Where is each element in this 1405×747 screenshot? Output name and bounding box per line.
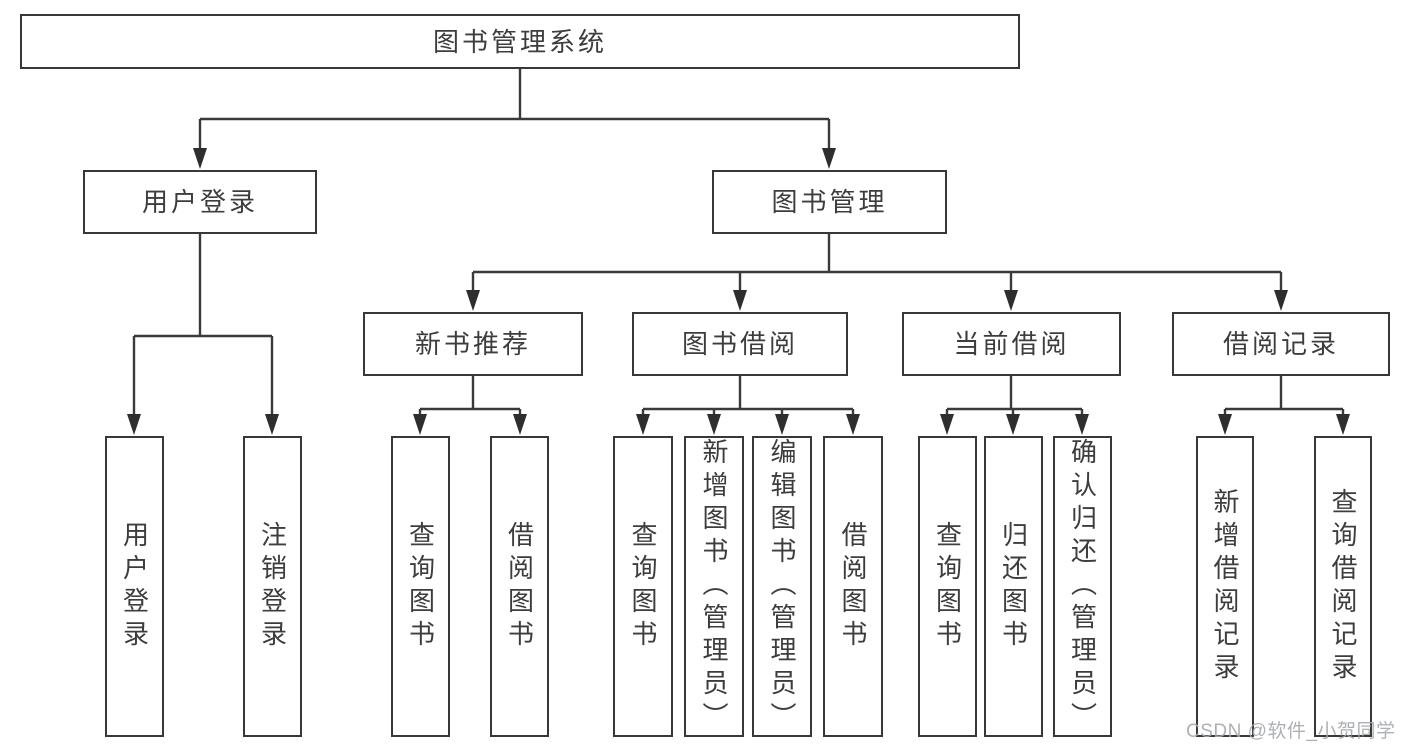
leaf-edit-book-admin-label: 编辑图书（管理员） (767, 438, 797, 735)
leaf-query-book-current-label: 查询图书 (932, 520, 963, 653)
node-new-book-recommendation: 新书推荐 (363, 312, 583, 376)
node-current-borrowing: 当前借阅 (902, 312, 1121, 376)
leaf-borrow-book-borrowing-label: 借阅图书 (838, 520, 868, 653)
node-user-login: 用户登录 (83, 170, 317, 234)
leaf-return-book: 归还图书 (984, 436, 1043, 737)
node-borrow-records-label: 借阅记录 (1222, 329, 1339, 359)
leaf-borrow-book-newrec-label: 借阅图书 (504, 520, 535, 653)
node-book-management-system-label: 图书管理系统 (432, 26, 607, 57)
leaf-edit-book-admin: 编辑图书（管理员） (752, 436, 812, 737)
leaf-logout-label: 注销登录 (257, 520, 288, 653)
leaf-confirm-return-admin-label: 确认归还（管理员） (1067, 438, 1098, 735)
leaf-add-borrow-record-label: 新增借阅记录 (1210, 487, 1240, 686)
node-borrow-records: 借阅记录 (1172, 312, 1390, 376)
leaf-user-login-label: 用户登录 (119, 520, 150, 653)
node-current-borrowing-label: 当前借阅 (953, 329, 1070, 359)
leaf-logout: 注销登录 (243, 436, 302, 737)
leaf-query-borrow-record-label: 查询借阅记录 (1328, 487, 1358, 686)
leaf-borrow-book-newrec: 借阅图书 (490, 436, 549, 737)
leaf-user-login: 用户登录 (105, 436, 164, 737)
leaf-borrow-book-borrowing: 借阅图书 (823, 436, 883, 737)
leaf-return-book-label: 归还图书 (998, 520, 1029, 653)
node-user-login-label: 用户登录 (141, 187, 258, 217)
leaf-add-borrow-record: 新增借阅记录 (1196, 436, 1254, 737)
connector-paths (132, 69, 1345, 417)
node-new-book-recommendation-label: 新书推荐 (414, 329, 531, 359)
leaf-query-borrow-record: 查询借阅记录 (1314, 436, 1372, 737)
node-book-management-system: 图书管理系统 (20, 14, 1020, 69)
node-book-borrowing-label: 图书借阅 (681, 329, 798, 359)
leaf-query-book-newrec-label: 查询图书 (405, 520, 436, 653)
leaf-add-book-admin-label: 新增图书（管理员） (699, 438, 729, 735)
leaf-query-book-current: 查询图书 (918, 436, 977, 737)
node-book-management: 图书管理 (712, 170, 947, 234)
leaf-query-book-borrowing: 查询图书 (613, 436, 673, 737)
leaf-query-book-newrec: 查询图书 (391, 436, 450, 737)
leaf-add-book-admin: 新增图书（管理员） (684, 436, 744, 737)
node-book-management-label: 图书管理 (771, 187, 888, 217)
csdn-watermark: CSDN @软件_小贺同学 (1186, 721, 1396, 742)
leaf-confirm-return-admin: 确认归还（管理员） (1053, 436, 1112, 737)
leaf-query-book-borrowing-label: 查询图书 (628, 520, 658, 653)
arrowheads (127, 148, 1350, 435)
node-book-borrowing: 图书借阅 (632, 312, 848, 376)
